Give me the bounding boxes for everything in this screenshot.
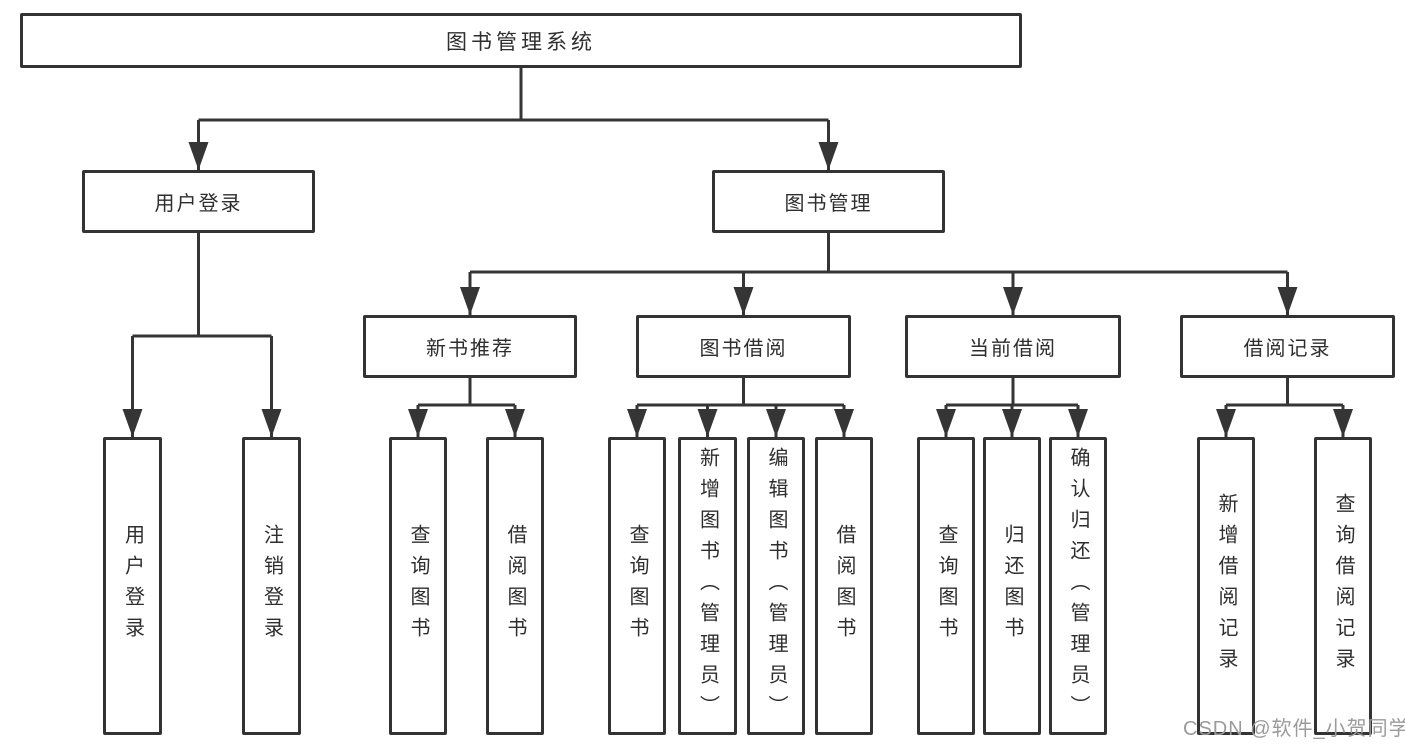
leaf-borrow-borrow-books: 借阅图书 [815, 437, 873, 735]
leaf-records-query-record: 查询借阅记录 [1314, 437, 1372, 735]
leaf-records-add-record: 新增借阅记录 [1197, 437, 1255, 735]
connector-book-borrow-children [627, 378, 854, 437]
leaf-current-return-books: 归还图书 [983, 437, 1041, 735]
connector-user-login-children [122, 233, 282, 437]
watermark-text: CSDN @软件_小贺同学 [1183, 718, 1405, 740]
node-user-login: 用户登录 [82, 170, 315, 233]
node-book-management: 图书管理 [712, 170, 945, 233]
node-system-root: 图书管理系统 [20, 13, 1022, 68]
node-book-borrow: 图书借阅 [636, 315, 851, 378]
connector-root-to-level2 [188, 68, 839, 170]
leaf-newbooks-query-books: 查询图书 [389, 437, 447, 735]
node-new-book-recommend: 新书推荐 [363, 315, 577, 378]
node-current-borrow: 当前借阅 [905, 315, 1121, 378]
leaf-current-confirm-return-admin: 确认归还（管理员） [1049, 437, 1107, 735]
connector-borrow-records-children [1216, 378, 1353, 437]
leaf-borrow-add-book-admin: 新增图书（管理员） [678, 437, 737, 735]
connector-book-management-children [460, 233, 1298, 315]
connector-new-book-recommend-children [408, 378, 525, 437]
node-borrow-records: 借阅记录 [1180, 315, 1395, 378]
leaf-borrow-query-books: 查询图书 [608, 437, 666, 735]
leaf-newbooks-borrow-books: 借阅图书 [486, 437, 544, 735]
leaf-borrow-edit-book-admin: 编辑图书（管理员） [747, 437, 805, 735]
leaf-logout: 注销登录 [242, 437, 301, 735]
connector-current-borrow-children [936, 378, 1088, 437]
leaf-user-login: 用户登录 [103, 437, 162, 735]
leaf-current-query-books: 查询图书 [917, 437, 975, 735]
